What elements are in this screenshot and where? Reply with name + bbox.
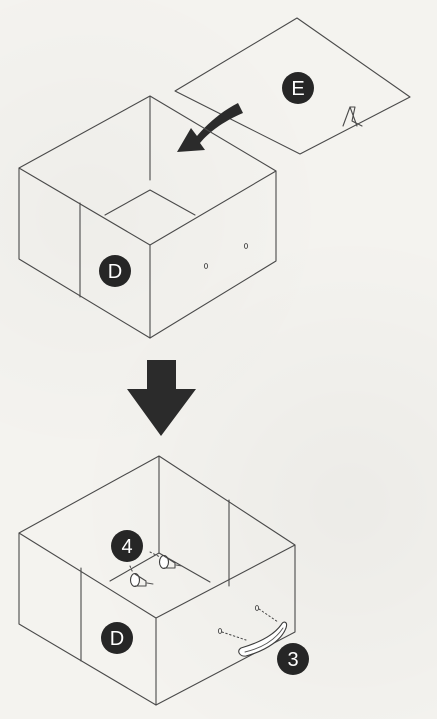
part-3-label: 3 bbox=[287, 649, 298, 671]
screw-icon bbox=[129, 551, 183, 588]
box-bottom-label: D bbox=[110, 628, 124, 650]
down-arrow-icon bbox=[127, 360, 196, 436]
box-top-label: D bbox=[108, 261, 122, 283]
box-bottom-badge: D bbox=[101, 622, 133, 654]
screw-hole bbox=[254, 605, 260, 611]
part-4-badge: 4 bbox=[111, 530, 143, 562]
part-4-label: 4 bbox=[121, 536, 132, 558]
part-3-badge: 3 bbox=[277, 643, 309, 675]
box-bottom-rim bbox=[18, 455, 296, 619]
panel-e: E bbox=[174, 17, 411, 155]
handle-part-3 bbox=[238, 621, 288, 657]
panel-e-label: E bbox=[291, 78, 304, 100]
screw-hole bbox=[217, 628, 223, 634]
panel-e-badge: E bbox=[282, 72, 314, 104]
screw-hole bbox=[243, 243, 249, 249]
box-top-badge: D bbox=[99, 255, 131, 287]
box-top-d: D bbox=[18, 95, 277, 339]
box-top-rim bbox=[18, 95, 277, 246]
box-bottom-d: 3 4 D bbox=[18, 455, 309, 706]
panel-e-outline bbox=[174, 17, 411, 155]
curved-arrow-icon bbox=[177, 103, 243, 152]
screw-hole bbox=[203, 263, 209, 269]
handle-icon bbox=[342, 106, 363, 127]
